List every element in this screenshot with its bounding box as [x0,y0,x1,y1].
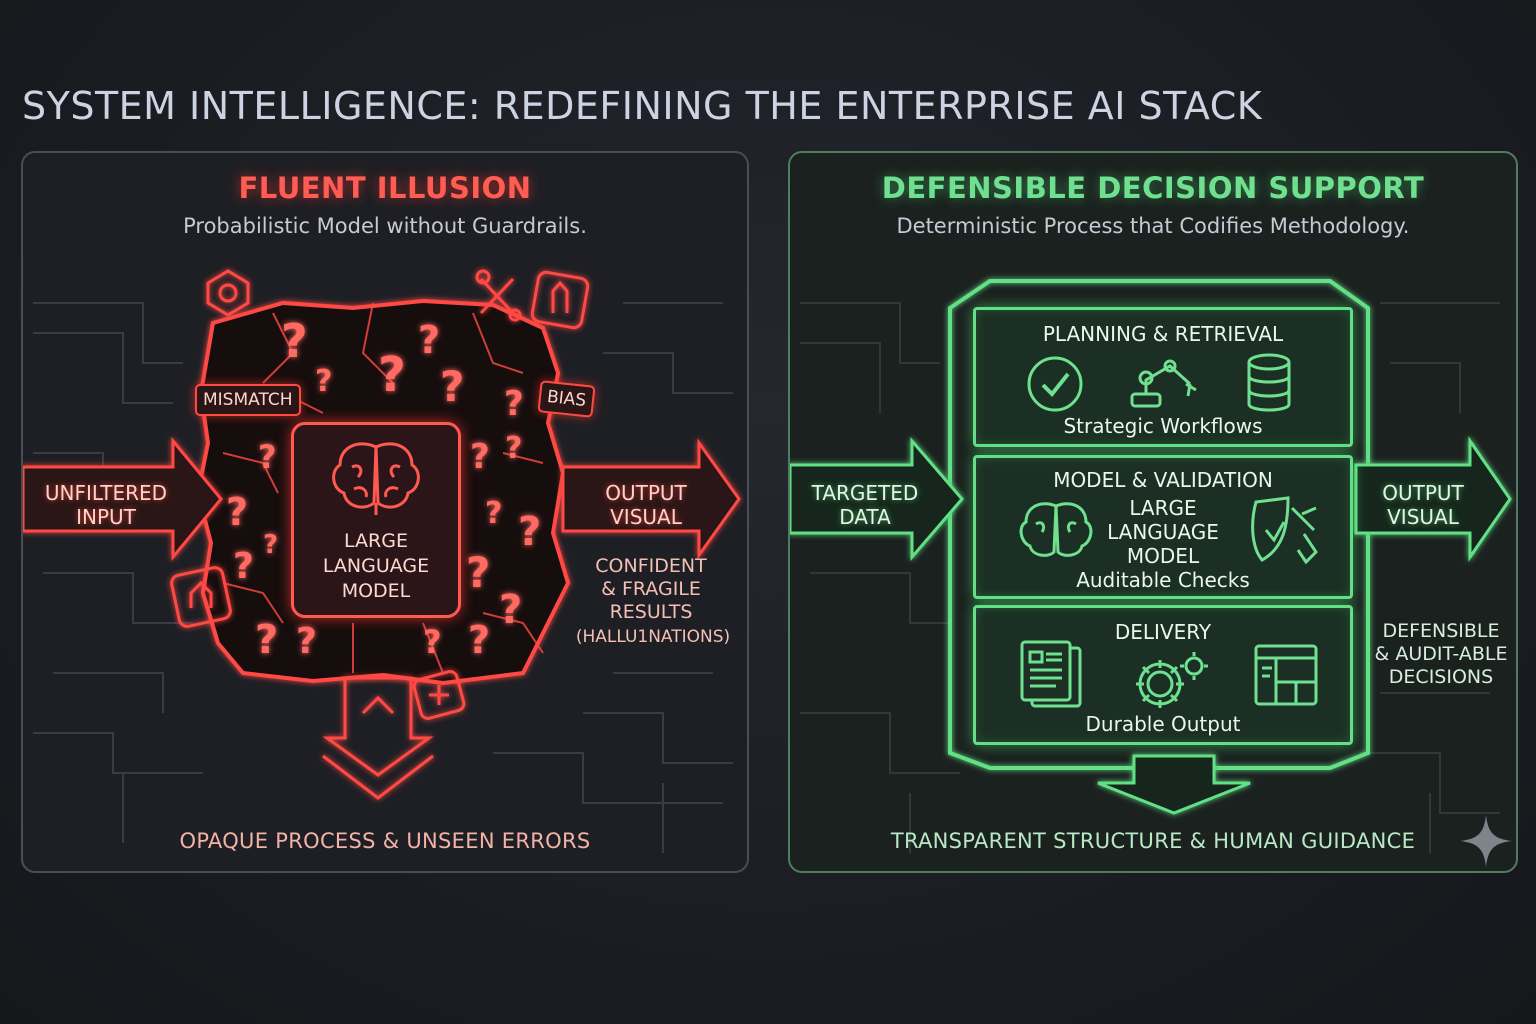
question-icon: ? [315,364,332,399]
question-icon: ? [226,490,248,534]
dashboard-icon [1252,642,1322,710]
fluent-illusion-panel: FLUENT ILLUSION Probabilistic Model with… [21,151,749,873]
question-icon: ? [233,546,254,587]
stage-caption: Strategic Workflows [976,414,1350,438]
documents-icon [1016,640,1092,710]
defensible-decision-panel: DEFENSIBLE DECISION SUPPORT Deterministi… [788,151,1518,873]
question-icon: ? [258,438,277,476]
question-icon: ? [504,384,524,424]
stage-planning-retrieval: PLANNING & RETRIEVAL Strategic Workflows [973,307,1353,447]
sparkle-icon [1456,811,1516,871]
left-output-label: OUTPUT VISUAL [581,481,711,529]
right-footer: TRANSPARENT STRUCTURE & HUMAN GUIDANCE [790,829,1516,853]
targeted-data-label: TARGETED DATA [798,481,932,529]
question-icon: ? [378,347,406,403]
question-icon: ? [263,530,278,560]
defensible-decisions-label: DEFENSIBLE & AUDIT-ABLE DECISIONS [1366,620,1516,688]
question-icon: ? [440,362,464,411]
question-icon: ? [466,548,490,597]
check-circle-icon [1024,354,1088,414]
question-icon: ? [281,314,308,368]
mismatch-tag: MISMATCH [195,384,301,416]
question-icon: ? [518,509,541,555]
stage-caption: LARGE LANGUAGE MODEL Auditable Checks [976,496,1350,592]
gears-icon [1126,648,1216,712]
llm-core: LARGE LANGUAGE MODEL [291,422,461,618]
question-icon: ? [418,318,440,362]
page-title: SYSTEM INTELLIGENCE: REDEFINING THE ENTE… [22,84,1262,128]
llm-core-label: LARGE LANGUAGE MODEL [294,529,458,604]
brain-icon [328,437,424,517]
stage-title: PLANNING & RETRIEVAL [976,322,1350,346]
stage-delivery: DELIVERY Durable [973,605,1353,745]
question-icon: ? [423,623,442,661]
question-icon: ? [485,496,502,531]
robot-arm-icon [1126,354,1206,414]
hallucinations-note: (HALLU1NATIONS) [563,627,743,647]
stage-title: MODEL & VALIDATION [976,468,1350,492]
down-arrow [1098,756,1250,813]
unfiltered-input-label: UNFILTERED INPUT [31,481,181,529]
stage-model-validation: MODEL & VALIDATION LARGE LANGUAGE MODEL … [973,455,1353,599]
question-icon: ? [505,431,522,466]
bias-tag: BIAS [537,380,595,418]
question-icon: ? [468,618,490,662]
question-icon: ? [499,587,522,633]
alert-icon [531,271,589,329]
database-icon [1244,352,1294,414]
question-icon: ? [296,621,317,662]
stage-caption: Durable Output [976,712,1350,736]
warning-icon [208,271,248,315]
fragile-results-label: CONFIDENT & FRAGILE RESULTS [579,555,723,623]
question-icon: ? [470,437,490,477]
question-icon: ? [255,617,278,663]
left-footer: OPAQUE PROCESS & UNSEEN ERRORS [23,829,747,853]
right-output-label: OUTPUT VISUAL [1368,481,1478,529]
